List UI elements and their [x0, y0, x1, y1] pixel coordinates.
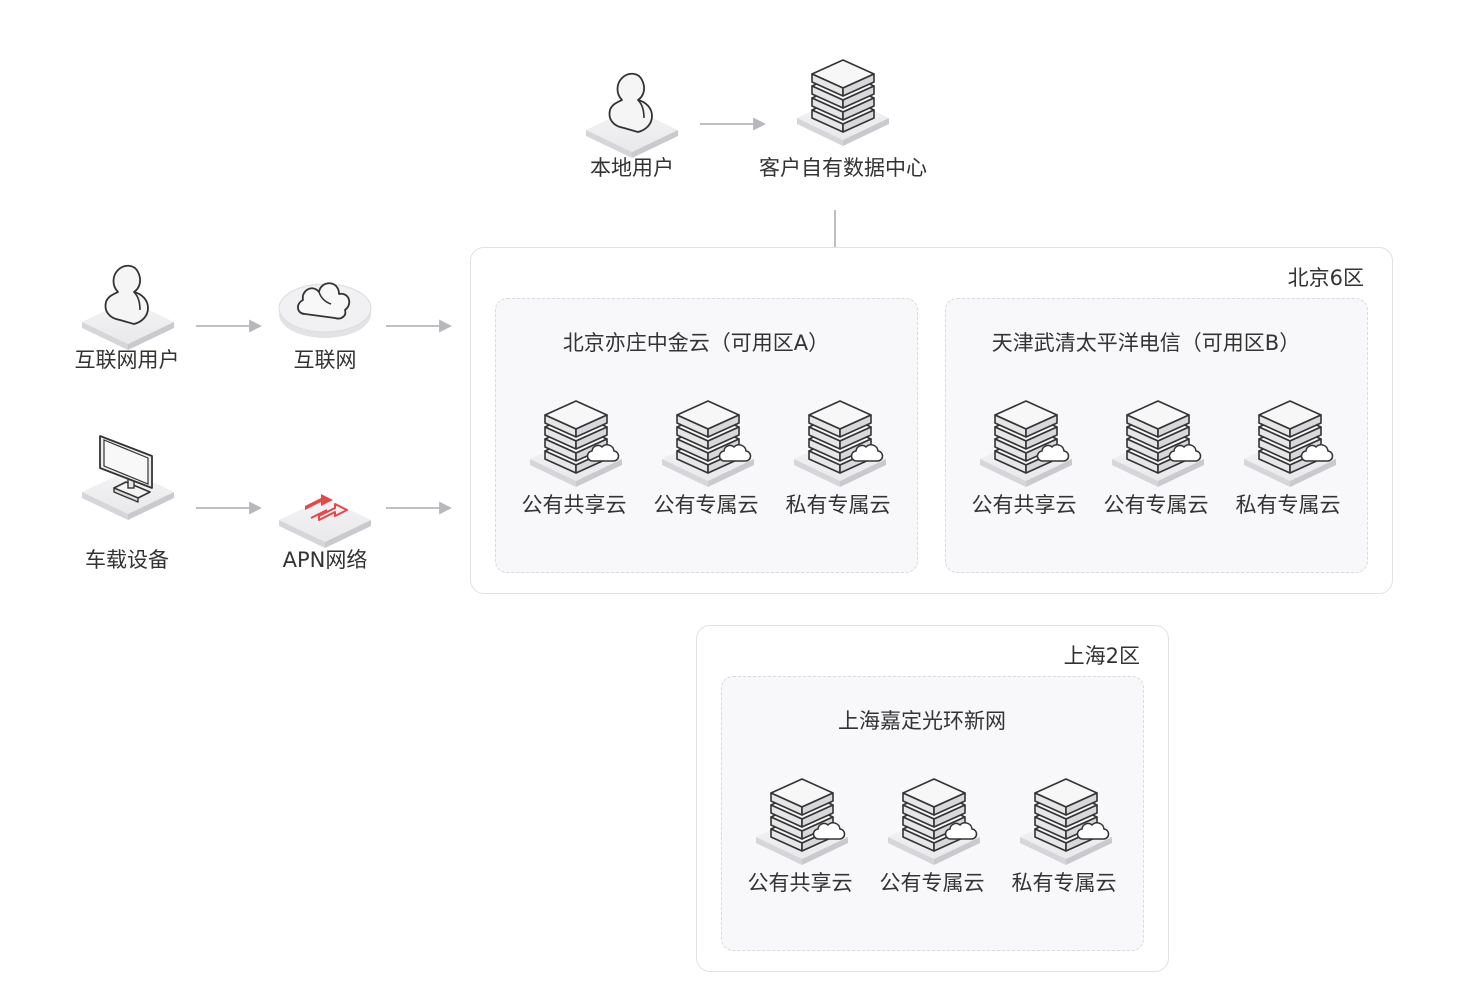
cloud-item-label: 私有专属云	[1011, 871, 1117, 895]
server-icon	[793, 58, 893, 148]
cloud-item: 私有专属云	[778, 399, 898, 529]
cloud-item: 公有专属云	[872, 777, 992, 907]
cloud-item: 私有专属云	[1004, 777, 1124, 907]
customer-dc-label: 客户自有数据中心	[759, 156, 927, 180]
apn-network-icon	[275, 460, 375, 550]
shanghai-region-title: 上海2区	[1063, 644, 1140, 668]
shanghai-region: 上海2区 上海嘉定光环新网 公有共享云 公有专属云 私有专属云	[696, 625, 1169, 972]
zone-a-title: 北京亦庄中金云（可用区A）	[562, 331, 830, 355]
local-user-node: 本地用户	[572, 70, 692, 195]
cloud-server-icon	[526, 399, 626, 489]
internet-user-node: 互联网用户	[62, 262, 192, 378]
zone-b: 天津武清太平洋电信（可用区B） 公有共享云 公有专属云 私有专属云	[945, 298, 1368, 573]
shanghai-zone-title: 上海嘉定光环新网	[838, 709, 1006, 733]
internet-user-label: 互联网用户	[74, 348, 180, 372]
cloud-item: 公有共享云	[740, 777, 860, 907]
apn-label: APN网络	[282, 548, 368, 572]
cloud-item: 公有专属云	[646, 399, 766, 529]
cloud-server-icon	[752, 777, 852, 867]
cloud-item: 公有专属云	[1096, 399, 1216, 529]
apn-node: APN网络	[262, 460, 388, 578]
cloud-item-label: 公有共享云	[971, 493, 1077, 517]
beijing-region: 北京6区 北京亦庄中金云（可用区A） 公有共享云 公有专属云 私有专属云 天津武…	[470, 247, 1393, 594]
cloud-server-icon	[976, 399, 1076, 489]
cloud-server-icon	[884, 777, 984, 867]
user-icon	[582, 70, 682, 160]
user-icon	[78, 262, 178, 352]
local-user-label: 本地用户	[590, 156, 674, 180]
cloud-item-label: 公有专属云	[653, 493, 759, 517]
customer-dc-node: 客户自有数据中心	[738, 58, 948, 195]
cloud-item-label: 公有共享云	[747, 871, 853, 895]
cloud-server-icon	[1016, 777, 1116, 867]
cloud-server-icon	[1108, 399, 1208, 489]
cloud-item-label: 公有专属云	[1103, 493, 1209, 517]
cloud-item-label: 私有专属云	[785, 493, 891, 517]
cloud-server-icon	[658, 399, 758, 489]
cloud-item: 公有共享云	[514, 399, 634, 529]
cloud-item-label: 公有专属云	[879, 871, 985, 895]
cloud-item-label: 私有专属云	[1235, 493, 1341, 517]
beijing-region-title: 北京6区	[1287, 266, 1364, 290]
internet-node: 互联网	[262, 262, 388, 378]
vehicle-node: 车载设备	[62, 432, 192, 578]
cloud-item: 私有专属云	[1228, 399, 1348, 529]
cloud-item: 公有共享云	[964, 399, 1084, 529]
zone-b-title: 天津武清太平洋电信（可用区B）	[991, 331, 1301, 355]
cloud-server-icon	[1240, 399, 1340, 489]
monitor-icon	[78, 432, 178, 522]
cloud-icon	[275, 262, 375, 352]
zone-a: 北京亦庄中金云（可用区A） 公有共享云 公有专属云 私有专属云	[495, 298, 918, 573]
vehicle-label: 车载设备	[85, 548, 169, 572]
shanghai-zone: 上海嘉定光环新网 公有共享云 公有专属云 私有专属云	[721, 676, 1144, 951]
internet-label: 互联网	[293, 348, 357, 372]
cloud-server-icon	[790, 399, 890, 489]
cloud-item-label: 公有共享云	[521, 493, 627, 517]
